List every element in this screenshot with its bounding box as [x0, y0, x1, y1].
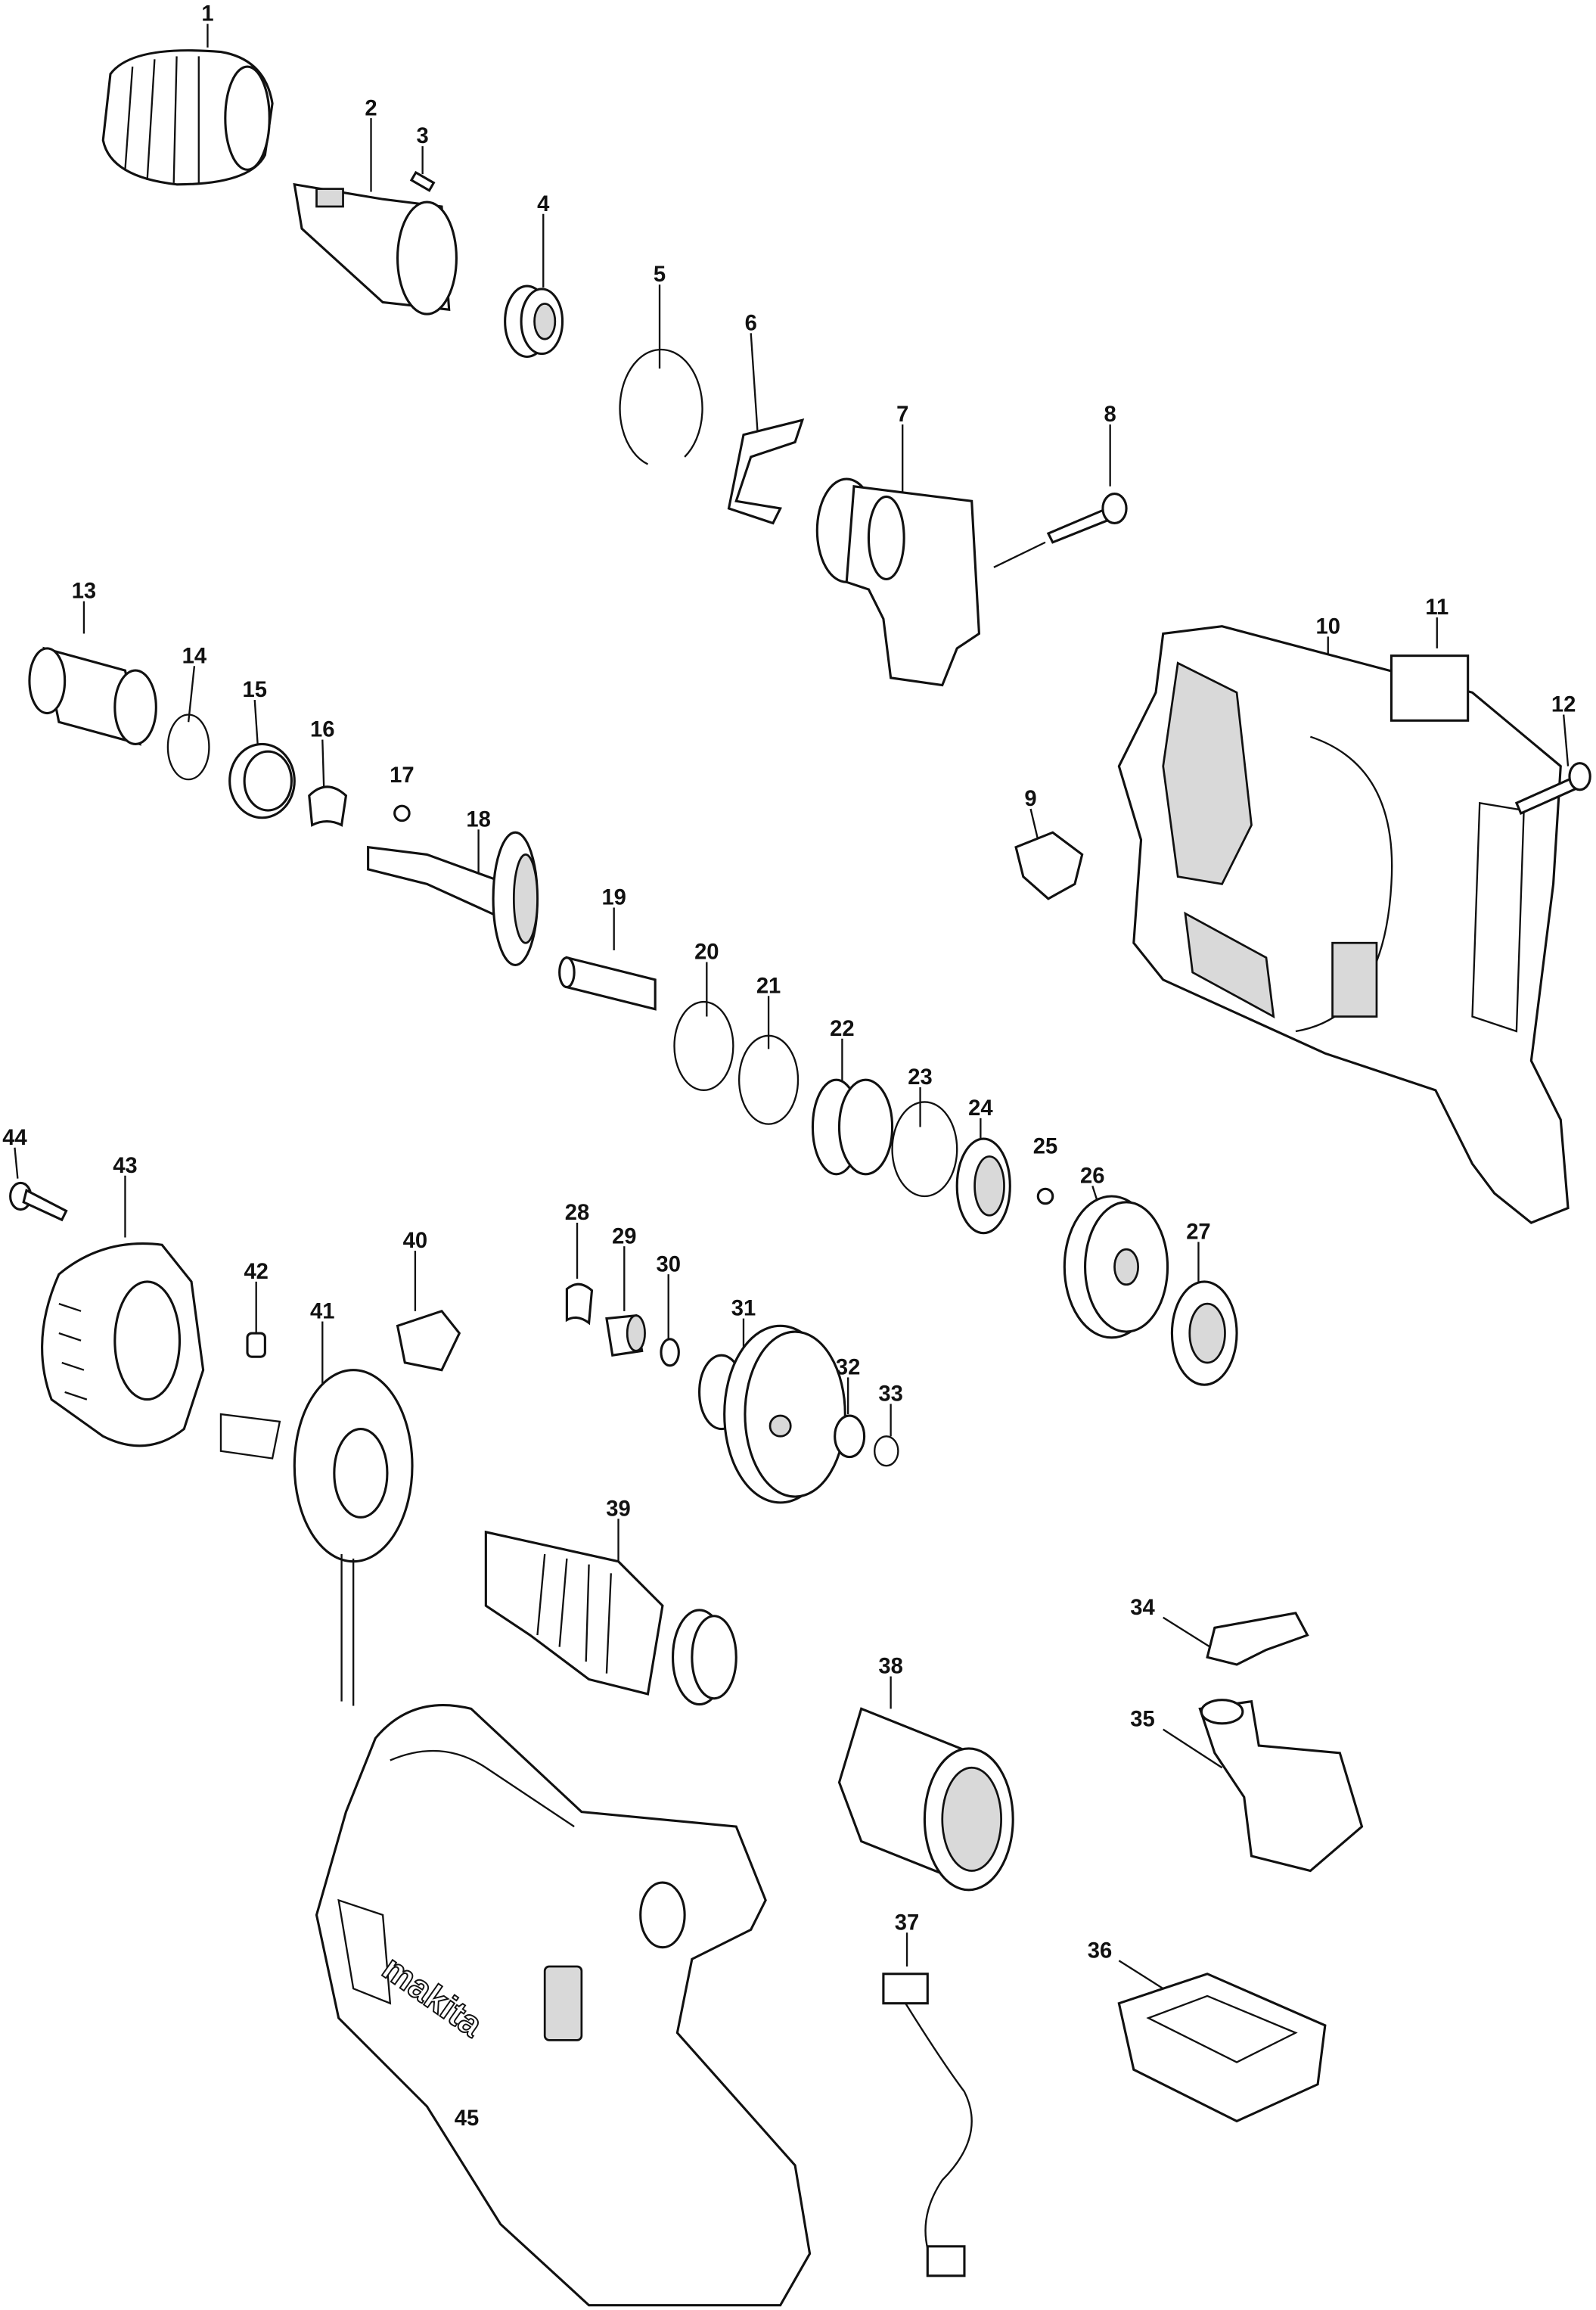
- part-8-screw: [993, 492, 1128, 568]
- part-1-chuck-sleeve: [101, 49, 274, 186]
- part-17-ball: [393, 804, 411, 822]
- callout-12: 12: [1551, 693, 1576, 717]
- part-35-switch: [1198, 1699, 1364, 1873]
- part-30-washer: [660, 1338, 680, 1367]
- callout-41: 41: [310, 1300, 334, 1324]
- callout-9: 9: [1024, 787, 1036, 811]
- callout-45: 45: [455, 2106, 479, 2131]
- callout-8: 8: [1104, 403, 1116, 427]
- callout-27: 27: [1186, 1220, 1210, 1244]
- part-40-brush-holder: [396, 1310, 461, 1372]
- callout-15: 15: [243, 678, 267, 702]
- callout-21: 21: [756, 974, 781, 998]
- callout-19: 19: [601, 886, 626, 910]
- callout-10: 10: [1316, 614, 1340, 639]
- part-21-o-ring: [737, 1034, 800, 1125]
- part-2-chuck-body: [293, 182, 458, 316]
- part-24-bearing: [955, 1137, 1011, 1235]
- callout-31: 31: [731, 1297, 756, 1321]
- callout-32: 32: [836, 1356, 860, 1380]
- callout-24: 24: [968, 1096, 993, 1121]
- part-6-clip: [727, 418, 805, 525]
- callout-44: 44: [2, 1126, 27, 1150]
- callout-16: 16: [310, 718, 334, 742]
- callout-13: 13: [72, 580, 96, 604]
- callout-4: 4: [537, 192, 550, 216]
- part-10-motor-housing: [1117, 625, 1570, 1224]
- callout-42: 42: [244, 1260, 268, 1284]
- callout-40: 40: [403, 1229, 427, 1253]
- part-41-circuit-board: [219, 1369, 414, 1706]
- part-3-pin: [409, 170, 436, 192]
- part-44-screw: [9, 1181, 68, 1222]
- callout-39: 39: [606, 1497, 630, 1521]
- part-7-gear-housing: [815, 477, 981, 687]
- part-26-gear: [1063, 1195, 1169, 1339]
- part-16-clip: [308, 785, 348, 827]
- callout-1: 1: [201, 2, 213, 26]
- part-25-ball: [1036, 1187, 1054, 1205]
- callout-14: 14: [182, 644, 207, 668]
- callout-3: 3: [417, 124, 429, 148]
- part-23-o-ring: [891, 1101, 958, 1198]
- part-39-armature: [484, 1530, 737, 1706]
- part-28-clip: [565, 1282, 594, 1326]
- callout-11: 11: [1425, 595, 1449, 620]
- part-15-bearing: [228, 742, 296, 819]
- callout-35: 35: [1130, 1708, 1154, 1732]
- callout-25: 25: [1033, 1135, 1057, 1159]
- callout-17: 17: [390, 763, 414, 788]
- part-29-bushing: [605, 1314, 646, 1357]
- callout-22: 22: [830, 1017, 854, 1041]
- part-14-o-ring: [166, 714, 210, 781]
- callout-20: 20: [694, 940, 719, 965]
- callout-2: 2: [365, 96, 377, 120]
- callout-34: 34: [1130, 1596, 1155, 1620]
- callout-37: 37: [895, 1910, 919, 1935]
- callout-29: 29: [612, 1224, 636, 1248]
- part-45-housing: makita: [315, 1703, 812, 2307]
- callout-26: 26: [1080, 1164, 1104, 1188]
- part-12-screw: [1514, 762, 1591, 815]
- part-20-o-ring: [673, 1000, 734, 1092]
- callout-33: 33: [878, 1382, 902, 1407]
- part-36-terminal-cover: [1117, 1973, 1327, 2123]
- part-19-pin: [558, 956, 657, 1011]
- part-9-lock-lever: [1014, 831, 1084, 900]
- callout-23: 23: [908, 1065, 932, 1090]
- callout-18: 18: [466, 807, 490, 832]
- part-4-seal: [504, 284, 564, 359]
- part-38-field-cover: [837, 1707, 1014, 1892]
- part-31-gear: [698, 1324, 846, 1504]
- part-27-bearing: [1170, 1280, 1238, 1386]
- callout-7: 7: [896, 403, 908, 427]
- callout-28: 28: [565, 1201, 589, 1225]
- callout-43: 43: [113, 1154, 137, 1178]
- callout-labels: 1 2 3 4 5 6 7 8 9 10 11 12 13 14 15 16 1…: [2, 2, 1576, 2131]
- callout-38: 38: [878, 1655, 902, 1679]
- part-22-sleeve-ring: [811, 1078, 894, 1176]
- part-11-label-plate: [1390, 654, 1470, 722]
- part-5-circlip: [619, 348, 703, 465]
- callout-30: 30: [656, 1252, 680, 1276]
- part-34-switch-lever: [1206, 1612, 1309, 1666]
- part-43-rear-cover: [41, 1242, 205, 1447]
- part-33-ring: [874, 1435, 899, 1467]
- part-37-wire-assembly: [882, 1973, 973, 2277]
- part-18-spindle: [367, 831, 539, 966]
- part-13-sleeve: [28, 646, 157, 746]
- callout-6: 6: [745, 311, 757, 335]
- callout-5: 5: [654, 263, 666, 287]
- callout-36: 36: [1088, 1938, 1112, 1963]
- part-42-pin: [246, 1332, 266, 1358]
- part-32-bushing: [834, 1414, 866, 1459]
